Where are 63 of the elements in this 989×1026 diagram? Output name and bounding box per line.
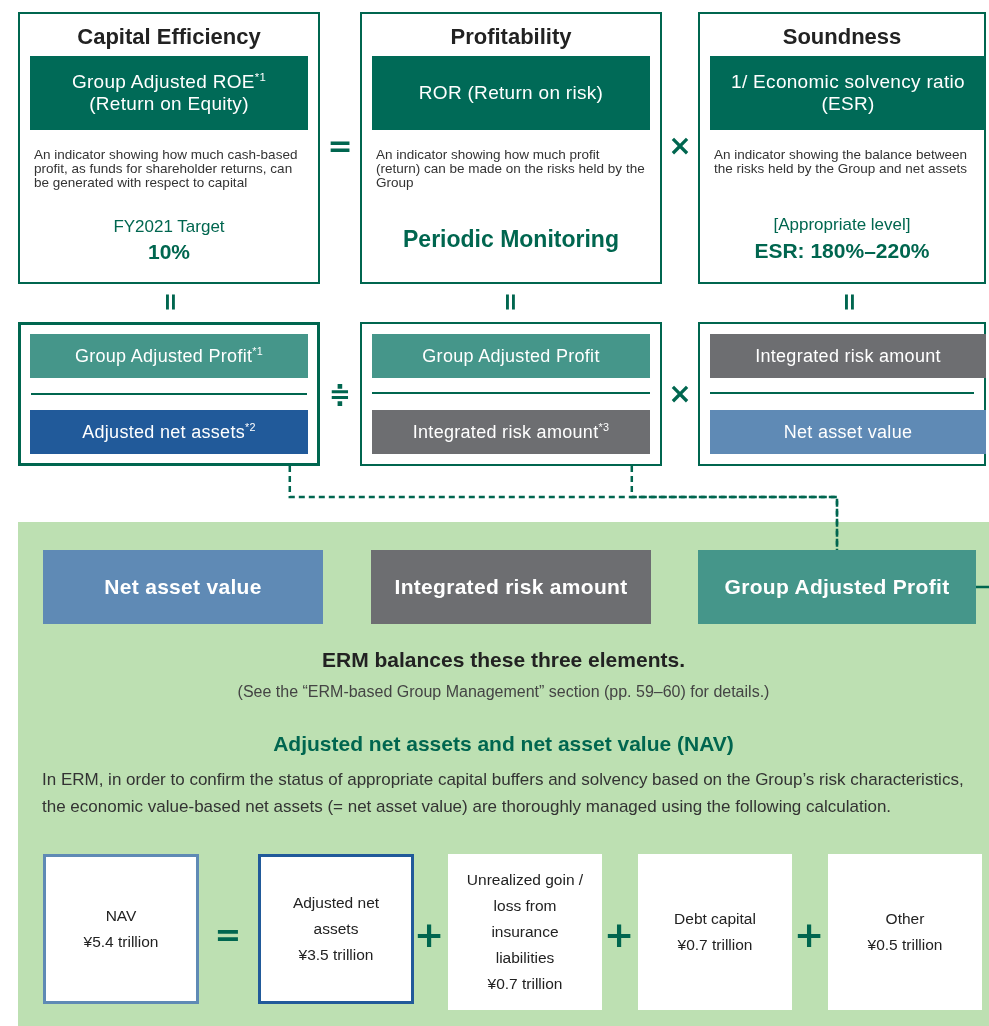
indicator-card	[18, 12, 320, 284]
equals-sign: =	[214, 919, 242, 951]
section-heading: ERM balances these three elements.	[321, 648, 686, 672]
value-box	[828, 854, 982, 1010]
value-box	[448, 854, 602, 1010]
numerator-bar: Group Adjusted Profit$^{*1}$	[30, 334, 308, 378]
target-label: FY2021 Target	[112, 217, 226, 237]
indicator-card	[360, 12, 662, 284]
times-sign: ×	[668, 132, 692, 160]
item-name: NAV	[105, 906, 137, 926]
panel-background	[18, 522, 989, 1026]
metric-banner: ROR (Return on risk)	[372, 56, 650, 130]
value-box	[43, 854, 199, 1004]
amount-value: ¥0.7 trillion	[487, 974, 563, 994]
equals-sign: =	[327, 131, 353, 161]
indicator-card	[698, 12, 986, 284]
status-text: Periodic Monitoring	[402, 226, 620, 253]
element-box: Group Adjusted Profit	[698, 550, 976, 624]
dashed-connector	[288, 466, 839, 550]
plus-sign: +	[603, 917, 635, 953]
equals-sign: =	[837, 291, 861, 313]
item-name: Adjusted net assets	[291, 893, 381, 939]
denominator-bar: Integrated risk amount$^{*3}$	[372, 410, 650, 454]
ratio-frame	[18, 322, 320, 466]
amount-value: ¥3.5 trillion	[298, 945, 374, 965]
item-name: Other	[885, 909, 925, 929]
equals-sign: =	[158, 291, 182, 313]
amount-value: ¥0.5 trillion	[867, 935, 943, 955]
card-heading: Soundness	[781, 24, 903, 50]
element-box: Integrated risk amount	[371, 550, 651, 624]
times-sign: ×	[668, 380, 692, 408]
description: An indicator showing the balance between the risks held by the Group and net assets	[714, 148, 968, 177]
target-label: [Appropriate level]	[772, 215, 912, 235]
equals-sign: =	[498, 291, 522, 313]
value-box	[638, 854, 792, 1010]
amount-value: ¥5.4 trillion	[83, 932, 159, 952]
metric-banner: 1/ Economic solvency ratio (ESR)	[710, 56, 986, 130]
approx-equals-sign: ≑	[329, 381, 351, 407]
numerator-bar: Group Adjusted Profit	[372, 334, 650, 378]
denominator-bar: Adjusted net assets$^{*2}$	[30, 410, 308, 454]
amount-value: ¥0.7 trillion	[677, 935, 753, 955]
reference-note: (See the “ERM-based Group Management” section (pp. 59–60) for details.)	[236, 683, 771, 701]
plus-sign: +	[793, 917, 825, 953]
ratio-frame	[360, 322, 662, 466]
target-value: ESR: 180%–220%	[753, 239, 931, 263]
element-box: Net asset value	[43, 550, 323, 624]
card-heading: Capital Efficiency	[76, 24, 262, 50]
denominator-bar: Net asset value	[710, 410, 986, 454]
item-name: Debt capital	[674, 909, 756, 929]
ratio-frame	[698, 322, 986, 466]
dashed-connector	[630, 466, 839, 550]
numerator-bar: Integrated risk amount	[710, 334, 986, 378]
paragraph: In ERM, in order to confirm the status of appropriate capital buffers and solvency based on the Group’s risk characteristics, the economic value-based net assets (= net asset value) are thoroughly managed using the following calculation.	[42, 769, 965, 818]
value-box	[258, 854, 414, 1004]
metric-banner: Group Adjusted ROE$^{*1}$ (Return on Equity)	[30, 56, 308, 130]
card-heading: Profitability	[449, 24, 573, 50]
target-value: 10%	[147, 240, 191, 264]
section-heading: Adjusted net assets and net asset value (NAV)	[272, 732, 735, 756]
connector-line	[976, 585, 989, 589]
plus-sign: +	[413, 917, 445, 953]
description: An indicator showing how much profit (return) can be made on the risks held by the Group	[376, 148, 646, 191]
item-name: Unrealized goin / loss from insurance liabilities	[465, 870, 585, 968]
description: An indicator showing how much cash-based profit, as funds for shareholder returns, can be generated with respect to capital	[34, 148, 299, 191]
